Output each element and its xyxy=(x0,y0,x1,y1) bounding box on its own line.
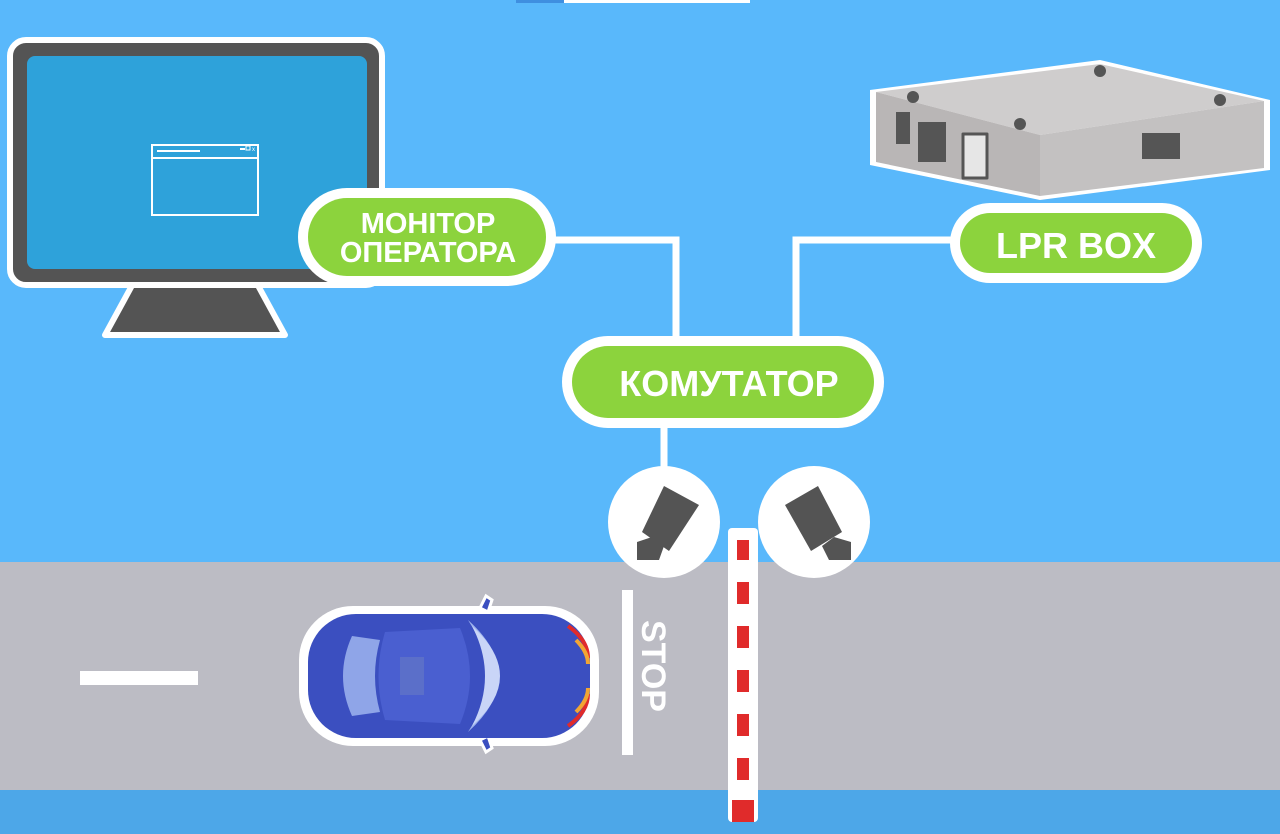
camera-icon xyxy=(637,486,699,560)
car-mirror-top xyxy=(477,593,494,615)
camera-icon xyxy=(785,486,851,560)
barrier-gate-icon xyxy=(728,528,758,822)
car-sunroof xyxy=(400,657,424,695)
top-edge-bar xyxy=(516,0,564,3)
lpr-box-device-icon xyxy=(870,60,1270,200)
top-edge-bar-light xyxy=(564,0,750,3)
lpr-box-pill: LPR BOX xyxy=(950,203,1202,283)
monitor-operator-label-line2: ОПЕРАТОРА xyxy=(340,237,516,269)
monitor-operator-label-line1: МОНІТОР xyxy=(361,208,496,240)
switch-pill: КОМУТАТОР xyxy=(562,336,884,428)
stop-road-marking: STOP xyxy=(634,620,672,712)
monitor-icon: x xyxy=(7,37,385,338)
svg-text:x: x xyxy=(252,147,255,153)
lpr-box-to-switch-line xyxy=(792,236,962,345)
car-front-windshield xyxy=(468,620,499,732)
camera-left xyxy=(608,466,720,578)
car-rear-windshield xyxy=(343,636,380,716)
window-icon xyxy=(151,144,259,216)
road xyxy=(0,562,1280,834)
car-roof xyxy=(378,628,470,724)
window-controls-icon: x xyxy=(240,145,255,153)
stop-line xyxy=(622,590,633,755)
car-icon xyxy=(299,593,599,755)
monitor-operator-pill: МОНІТОР ОПЕРАТОРА xyxy=(298,188,556,286)
camera-right xyxy=(758,466,870,578)
switch-label: КОМУТАТОР xyxy=(619,363,838,404)
monitor-to-switch-line xyxy=(550,236,680,345)
road-lane-marking xyxy=(80,671,198,685)
lpr-box-label: LPR BOX xyxy=(996,225,1156,266)
